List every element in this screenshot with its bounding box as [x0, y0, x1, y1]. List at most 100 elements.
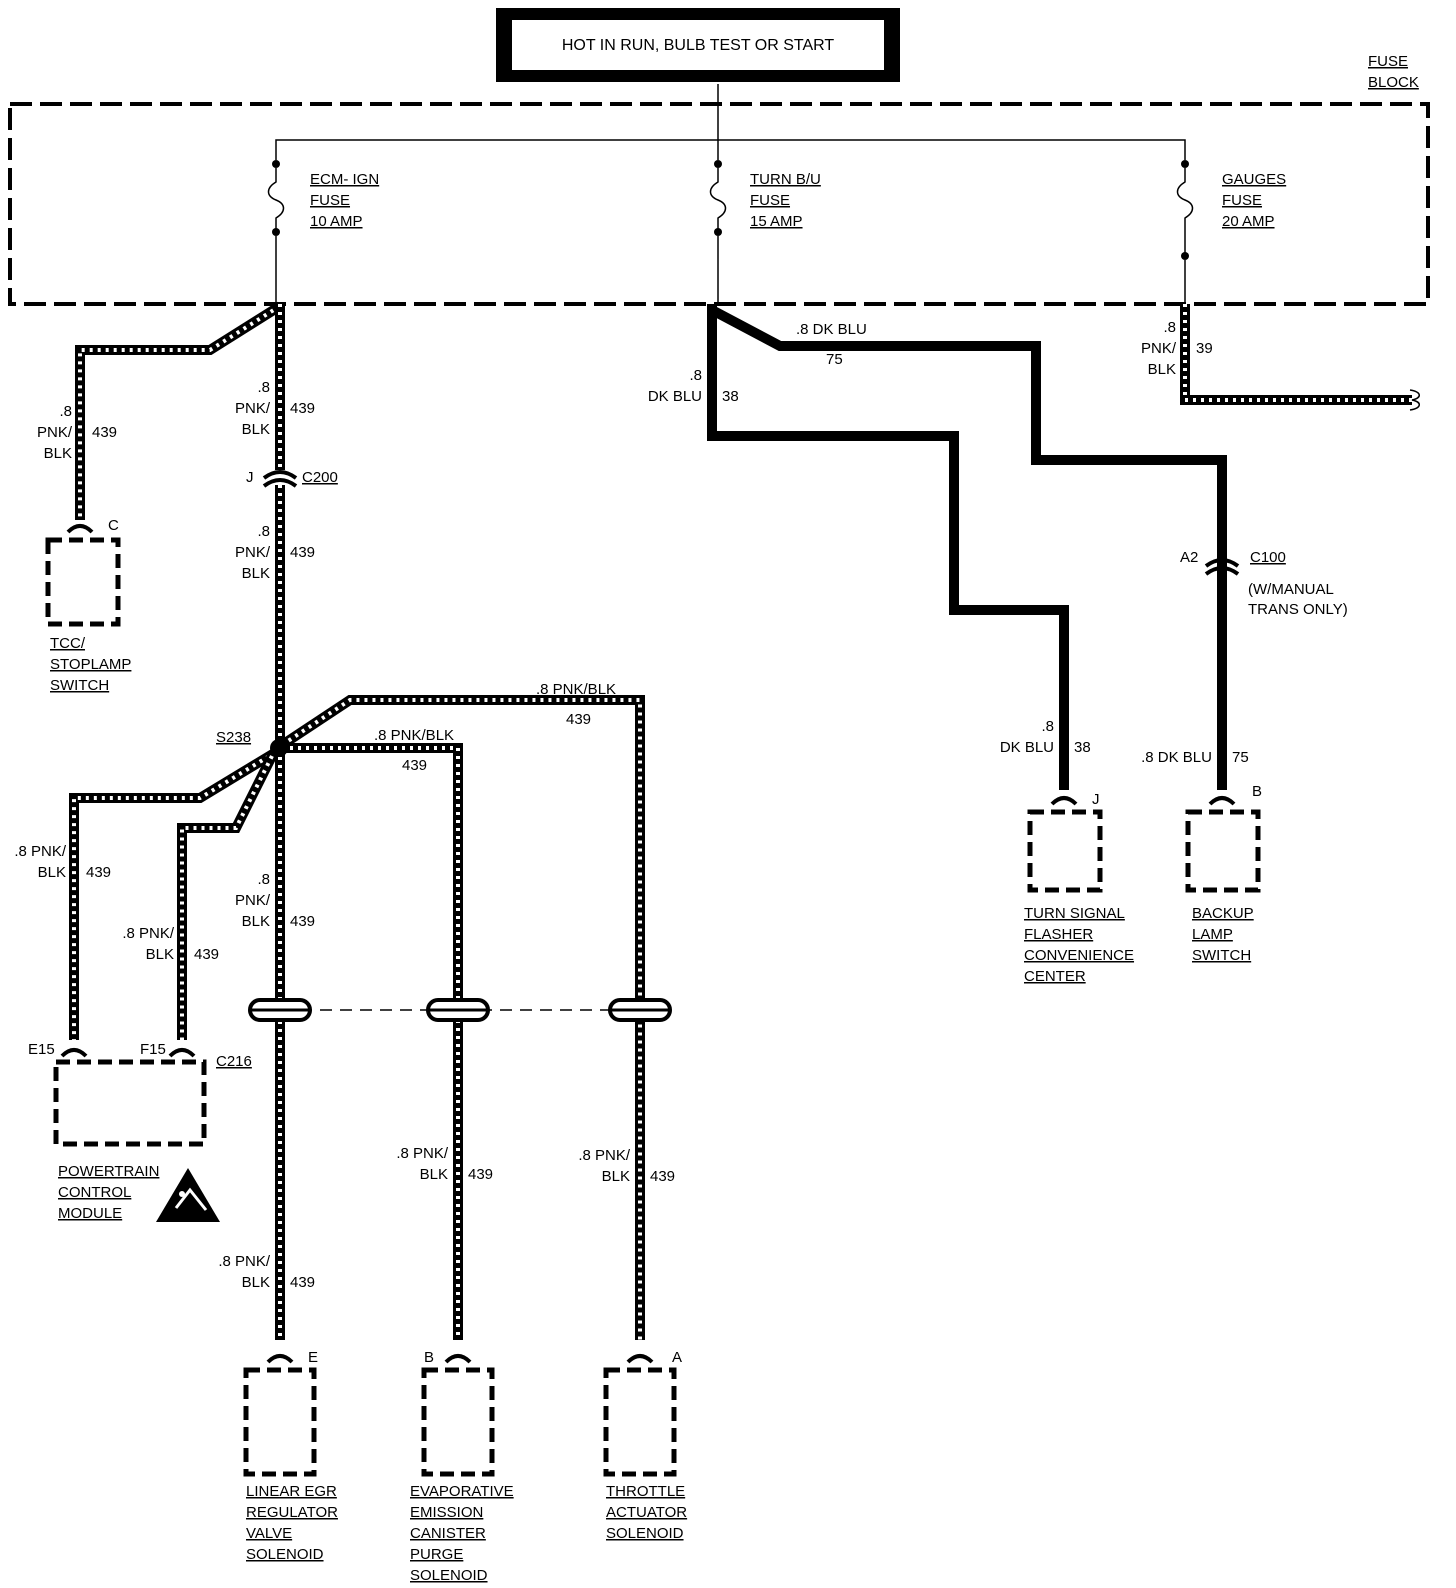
- backup-label-3: SWITCH: [1192, 947, 1251, 964]
- wire-label: 439: [290, 913, 315, 930]
- wire-label: 39: [1196, 340, 1213, 357]
- splice-label: S238: [216, 729, 251, 746]
- c200-label: C200: [302, 469, 338, 486]
- throttle-pin: A: [672, 1349, 682, 1366]
- turn-signal-flasher: J TURN SIGNAL FLASHER CONVENIENCE CENTER: [1024, 791, 1134, 985]
- throttle-label-1: THROTTLE: [606, 1483, 685, 1500]
- evap-label-5: SOLENOID: [410, 1567, 488, 1584]
- wire-label: 75: [826, 351, 843, 368]
- pnk-blk-wires: [69, 301, 1412, 1340]
- wire-label: .8: [257, 871, 270, 888]
- evap-pin: B: [424, 1349, 434, 1366]
- wire-label: .8 PNK/BLK: [536, 681, 616, 698]
- wire-label: PNK/: [1141, 340, 1177, 357]
- throttle-actuator-solenoid: A THROTTLE ACTUATOR SOLENOID: [603, 1349, 687, 1542]
- wire-labels: .8 PNK/ BLK 439 .8 PNK/ BLK 439 .8 PNK/ …: [14, 319, 1248, 1291]
- wire-label: .8: [257, 379, 270, 396]
- pcm-pin-e15: E15: [28, 1041, 55, 1058]
- wire-label: 439: [650, 1168, 675, 1185]
- gauges-fuse-label-2: FUSE: [1222, 192, 1262, 209]
- tcc-stoplamp-switch: C TCC/ STOPLAMP SWITCH: [45, 517, 131, 694]
- wire-label: 439: [92, 424, 117, 441]
- esd-warning-icon: [156, 1168, 220, 1222]
- wire-label: BLK: [146, 946, 174, 963]
- pcm-label-2: CONTROL: [58, 1184, 131, 1201]
- flasher-pin: J: [1092, 791, 1100, 808]
- wire-label: PNK/: [235, 544, 271, 561]
- flasher-label-2: FLASHER: [1024, 926, 1093, 943]
- connector-c100: A2 C100 (W/MANUAL TRANS ONLY): [1180, 549, 1348, 618]
- c100-note-1: (W/MANUAL: [1248, 581, 1334, 598]
- ecm-fuse-label-3: 10 AMP: [310, 213, 363, 230]
- wire-label: BLK: [44, 445, 72, 462]
- turn-fuse-label-3: 15 AMP: [750, 213, 803, 230]
- evap-purge-solenoid: B EVAPORATIVE EMISSION CANISTER PURGE SO…: [410, 1349, 514, 1584]
- wire-label: .8 PNK/: [396, 1145, 449, 1162]
- splice-s238: [270, 739, 288, 757]
- gauges-fuse: GAUGES FUSE 20 AMP: [1176, 160, 1286, 304]
- inline-connector-evap: [426, 998, 490, 1022]
- linear-egr-solenoid: E LINEAR EGR REGULATOR VALVE SOLENOID: [243, 1349, 338, 1563]
- wire-label: .8 DK BLU: [1141, 749, 1212, 766]
- flasher-label-1: TURN SIGNAL: [1024, 905, 1125, 922]
- gauges-fuse-label-3: 20 AMP: [1222, 213, 1275, 230]
- tcc-pin: C: [108, 517, 119, 534]
- wire-label: .8 PNK/: [122, 925, 175, 942]
- c100-pin: A2: [1180, 549, 1198, 566]
- wire-label: .8 DK BLU: [796, 321, 867, 338]
- fuse-block-label-line1: FUSE: [1368, 53, 1408, 70]
- backup-label-1: BACKUP: [1192, 905, 1254, 922]
- wire-label: .8 PNK/: [14, 843, 67, 860]
- egr-label-1: LINEAR EGR: [246, 1483, 337, 1500]
- wire-label: 439: [86, 864, 111, 881]
- flasher-label-3: CONVENIENCE: [1024, 947, 1134, 964]
- egr-pin: E: [308, 1349, 318, 1366]
- wire-label: BLK: [242, 421, 270, 438]
- wire-label: BLK: [1148, 361, 1176, 378]
- wire-label: PNK/: [235, 400, 271, 417]
- connector-c200: J C200: [246, 469, 338, 488]
- turn-fuse-label-2: FUSE: [750, 192, 790, 209]
- ecm-ign-fuse: ECM- IGN FUSE 10 AMP: [267, 160, 379, 304]
- fuse-block: [8, 84, 1430, 306]
- powertrain-control-module: E15 F15 C216 POWERTRAIN CONTROL MODULE: [28, 1041, 252, 1222]
- wire-label: 439: [402, 757, 427, 774]
- wire-label: 439: [468, 1166, 493, 1183]
- wire-label: 38: [722, 388, 739, 405]
- egr-label-3: VALVE: [246, 1525, 292, 1542]
- c100-label: C100: [1250, 549, 1286, 566]
- wire-label: BLK: [242, 1274, 270, 1291]
- pcm-label-3: MODULE: [58, 1205, 122, 1222]
- wire-label: 439: [290, 544, 315, 561]
- wire-label: BLK: [242, 565, 270, 582]
- inline-connector-egr: [248, 998, 312, 1022]
- tcc-label-2: STOPLAMP: [50, 656, 131, 673]
- dk-blu-wires: [707, 304, 1227, 790]
- turn-fuse-label-1: TURN B/U: [750, 171, 821, 188]
- evap-label-4: PURGE: [410, 1546, 463, 1563]
- wire-label: .8: [59, 403, 72, 420]
- egr-label-4: SOLENOID: [246, 1546, 324, 1563]
- wire-label: 439: [566, 711, 591, 728]
- power-source-box: HOT IN RUN, BULB TEST OR START: [496, 8, 900, 82]
- wire-label: 439: [290, 1274, 315, 1291]
- throttle-label-3: SOLENOID: [606, 1525, 684, 1542]
- tcc-label-3: SWITCH: [50, 677, 109, 694]
- wire-label: BLK: [38, 864, 66, 881]
- evap-label-1: EVAPORATIVE: [410, 1483, 514, 1500]
- c100-note-2: TRANS ONLY): [1248, 601, 1348, 618]
- wire-label: DK BLU: [648, 388, 702, 405]
- power-source-label: HOT IN RUN, BULB TEST OR START: [562, 37, 835, 54]
- wire-label: .8: [1163, 319, 1176, 336]
- egr-label-2: REGULATOR: [246, 1504, 338, 1521]
- wire-label: .8 PNK/: [578, 1147, 631, 1164]
- wire-label: PNK/: [235, 892, 271, 909]
- wire-label: 439: [194, 946, 219, 963]
- fuse-block-label-line2: BLOCK: [1368, 74, 1419, 91]
- wire-label: 38: [1074, 739, 1091, 756]
- gauges-fuse-label-1: GAUGES: [1222, 171, 1286, 188]
- wire-label: .8: [1041, 718, 1054, 735]
- inline-connector-throttle: [608, 998, 672, 1022]
- evap-label-3: CANISTER: [410, 1525, 486, 1542]
- wire-label: BLK: [602, 1168, 630, 1185]
